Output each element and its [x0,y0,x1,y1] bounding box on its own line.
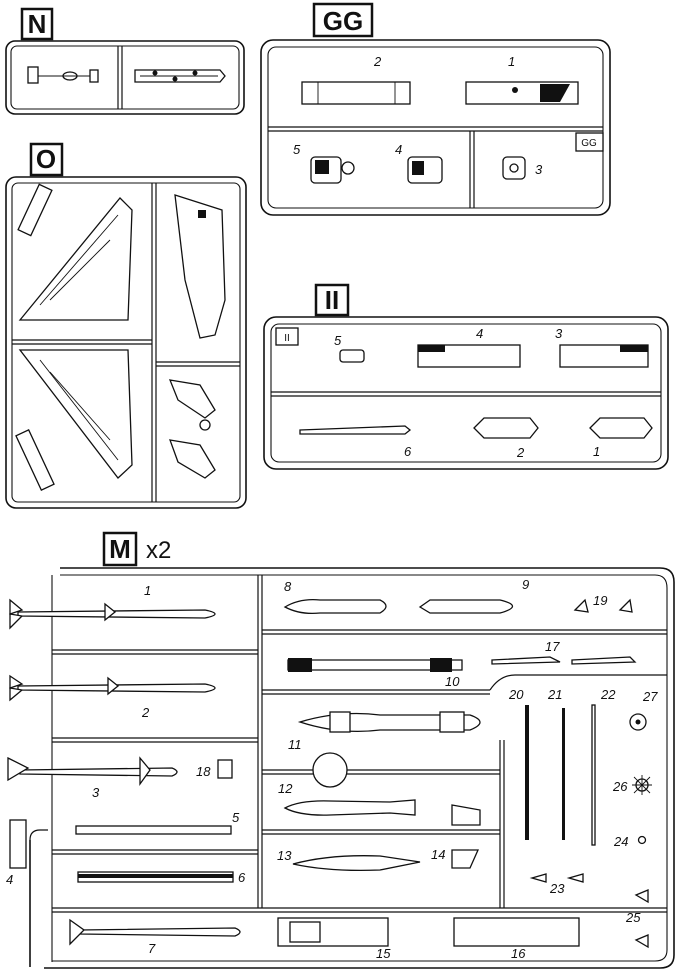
sprue-o-letter-box [29,142,64,177]
m-part-label-10: 10 [445,674,460,689]
m-part-label-8: 8 [284,579,292,594]
ii-part-label-4: 4 [476,326,483,341]
m-part-label-6: 6 [238,870,246,885]
ii-part-6 [299,425,412,435]
gg-part-label-3: 3 [535,162,543,177]
sprue-gg-letter: GG [323,6,363,36]
sprue-gg-letter-box [312,2,374,38]
sprue-gg-tag: GG [581,138,597,149]
m-part-5 [75,825,232,835]
gg-part-label-4: 4 [395,142,402,157]
ii-part-2 [473,417,539,439]
m-part-label-21: 21 [547,687,562,702]
m-part-label-14: 14 [431,847,445,862]
sprue-n-letter: N [28,9,47,39]
m-part-17 [491,656,561,665]
ii-part-label-2: 2 [516,445,525,460]
m-part-disc [312,752,348,788]
m-part-9 [418,599,514,614]
m-part-18 [217,759,233,779]
sprue-gg-frame [260,39,611,216]
m-part-24 [637,835,647,845]
m-part-label-16: 16 [511,946,526,961]
m-part-19 [573,598,589,613]
m-part-label-11: 11 [288,737,302,752]
gg-part-label-2: 2 [373,54,382,69]
m-part-label-3: 3 [92,785,100,800]
sprue-ii-frame [263,316,669,470]
m-part-label-27: 27 [642,689,658,704]
m-part-label-1: 1 [144,583,151,598]
m-part-23 [529,873,547,883]
ii-part-label-6: 6 [404,444,412,459]
sprue-m-letter: M [109,534,131,564]
sprue-ii-tag: II [284,333,290,344]
m-part-label-22: 22 [600,687,616,702]
m-part-21 [562,708,565,840]
m-part-label-26: 26 [612,779,628,794]
m-part-25 [634,889,649,904]
m-part-label-7: 7 [148,941,156,956]
o-wing-upper [18,197,133,321]
gg-part-label-1: 1 [508,54,515,69]
m-part-label-13: 13 [277,848,292,863]
m-part-label-9: 9 [522,577,529,592]
m-part-13 [292,855,421,872]
o-wing-lower [18,349,133,479]
sprue-n-letter-box [20,7,54,41]
o-gear-part [169,439,216,479]
ii-part-label-1: 1 [593,444,600,459]
sprue-ii: II II 5 4 3 6 2 1 [263,283,669,470]
m-part-14 [451,849,480,869]
ii-part-1 [589,417,653,439]
gg-part-2 [301,81,411,105]
m-part-label-5: 5 [232,810,240,825]
m-part-12 [283,799,416,816]
m-part-8 [283,599,387,615]
m-part-label-18: 18 [196,764,211,779]
m-part-label-25: 25 [625,910,641,925]
m-part-label-2: 2 [141,705,150,720]
sprue-ii-letter-box [314,283,350,317]
m-part-7 [79,927,241,937]
m-part-label-19: 19 [593,593,607,608]
sprue-gg-tag-box [575,132,604,152]
o-fuselage-part [174,194,226,339]
sprue-n-part [89,69,99,83]
sprue-gg: GG GG 2 1 5 4 3 [260,2,611,216]
sprue-n: N [5,7,245,115]
m-part-label-12: 12 [278,781,293,796]
m-part-label-23: 23 [549,881,565,896]
sprue-m-letter-box [102,531,138,567]
ii-part-5 [339,349,365,363]
sprue-m: M x2 1 2 3 [6,531,675,969]
sprue-ii-letter: II [325,285,339,315]
m-part-16 [453,917,580,947]
m-part-label-15: 15 [376,946,391,961]
sprue-ii-tag-box [275,327,299,346]
m-part-label-20: 20 [508,687,524,702]
o-gear-part [168,379,216,419]
sprue-o: O [5,142,247,509]
m-part-3 [19,767,178,777]
sprue-m-multiplier: x2 [146,537,171,564]
sprue-o-frame [5,176,247,509]
m-part-label-24: 24 [613,834,628,849]
gg-part-label-5: 5 [293,142,301,157]
m-part-label-17: 17 [545,639,560,654]
m-part-4 [9,819,27,869]
sprue-m-frame [29,567,675,969]
m-part-22 [591,704,596,846]
ii-part-label-5: 5 [334,333,342,348]
m-part-20 [525,705,529,840]
sprue-o-letter: O [36,144,56,174]
sprue-n-frame [5,40,245,115]
ii-part-label-3: 3 [555,326,563,341]
m-part-label-4: 4 [6,872,13,887]
sprue-n-part [27,66,39,84]
m-part-1 [17,609,216,619]
